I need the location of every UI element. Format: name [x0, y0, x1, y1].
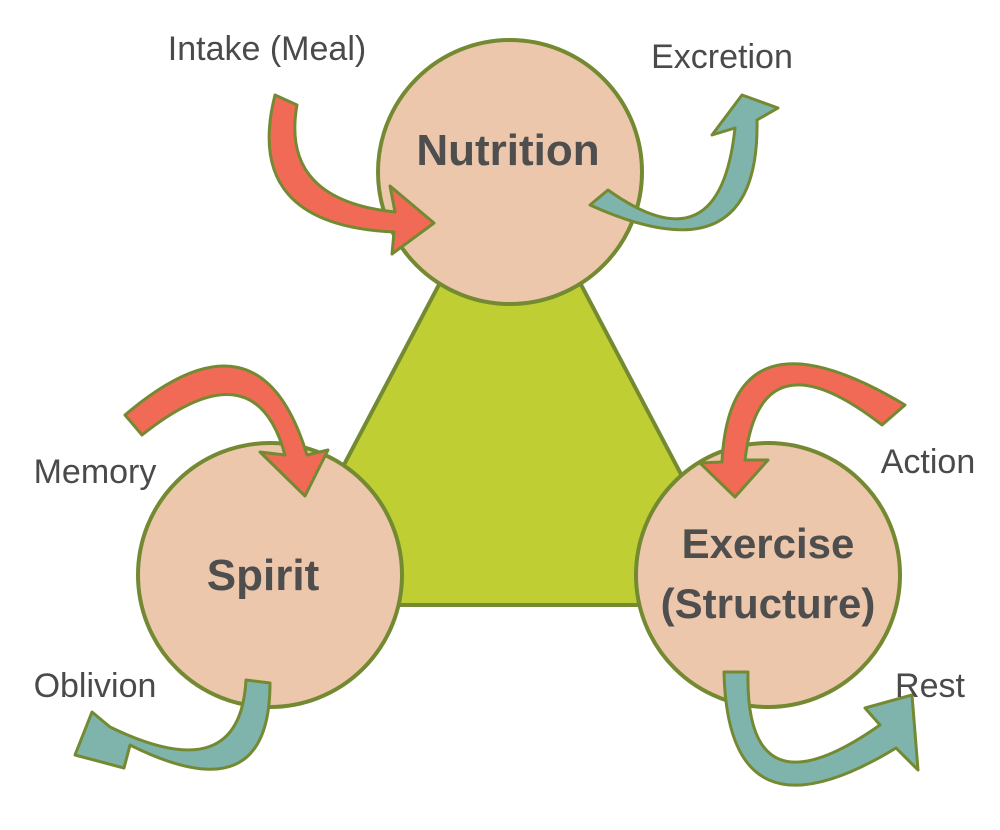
- nutrition-label: Nutrition: [416, 126, 599, 175]
- rest-label: Rest: [895, 667, 965, 705]
- spirit-label: Spirit: [207, 551, 320, 600]
- exercise-label-line1: Exercise: [682, 520, 855, 567]
- intake-label: Intake (Meal): [168, 30, 366, 68]
- excretion-label: Excretion: [651, 38, 793, 76]
- nutrition-circle: [376, 38, 644, 306]
- memory-arrow: [123, 364, 330, 498]
- action-label: Action: [881, 443, 976, 481]
- excretion-arrow: [588, 93, 780, 232]
- intake-arrow: [267, 93, 436, 256]
- central-triangle: [268, 148, 752, 607]
- oblivion-arrow: [73, 678, 272, 771]
- rest-arrow: [722, 670, 920, 787]
- exercise-circle: [634, 441, 902, 709]
- action-arrow: [698, 362, 907, 499]
- oblivion-label: Oblivion: [34, 667, 157, 705]
- exercise-label-line2: (Structure): [661, 580, 876, 627]
- memory-label: Memory: [34, 453, 157, 491]
